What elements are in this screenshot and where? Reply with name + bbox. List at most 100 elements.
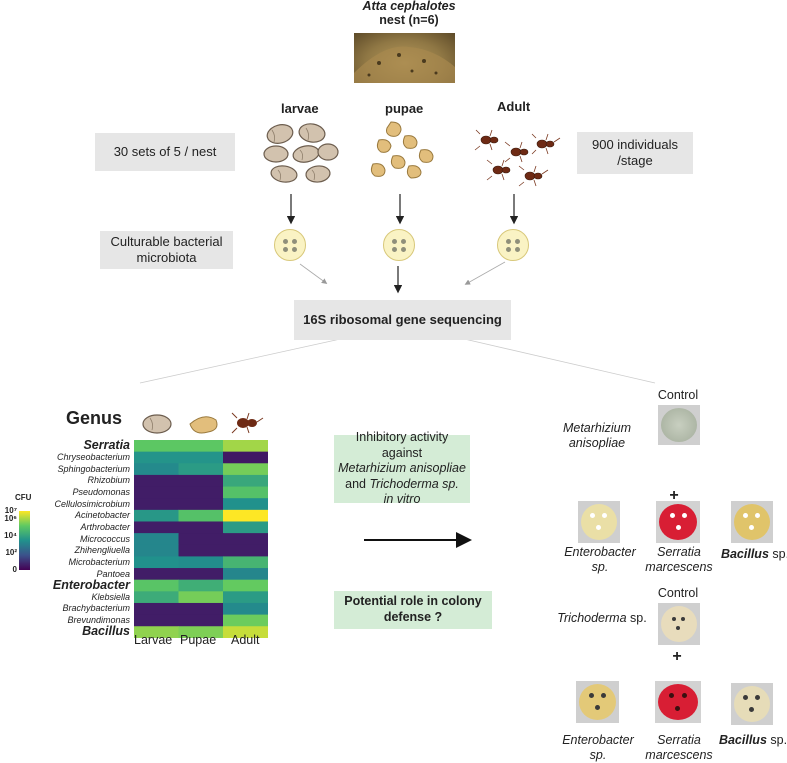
enterobacter-name-1: Enterobacter	[564, 545, 636, 559]
heatmap-cell	[223, 509, 268, 522]
trichoderma-name: Trichoderma	[557, 611, 627, 625]
heatmap-column-label: Pupae	[180, 633, 217, 647]
heatmap-cell	[223, 579, 268, 592]
genus-label: Serratia	[83, 438, 130, 452]
heatmap-cell	[178, 521, 224, 534]
heatmap-cell	[134, 579, 179, 592]
heatmap-cell	[134, 451, 179, 464]
heatmap-cell	[134, 614, 179, 627]
heatmap-cell	[178, 486, 224, 499]
heatmap-cell	[223, 451, 268, 464]
heatmap-cell	[134, 440, 179, 453]
genus-label: Zhihengliuella	[74, 545, 130, 556]
plus-sign-2: +	[672, 648, 682, 665]
heatmap-title: Genus	[66, 408, 123, 428]
nest-photo	[354, 33, 455, 83]
genus-label: Microbacterium	[68, 556, 130, 567]
genus-label: Micrococcus	[79, 533, 130, 544]
heatmap-cell	[178, 626, 224, 638]
colony-defense-box: Potential role in colony defense ?	[334, 591, 492, 629]
sequencing-text: 16S ribosomal gene sequencing	[303, 311, 502, 327]
heatmap-cell	[223, 614, 268, 627]
heatmap-cell	[223, 591, 268, 604]
species-label: Atta cephalotes	[362, 0, 456, 13]
serratia-name-2: Serratia	[657, 733, 701, 747]
heatmap-cell	[134, 626, 179, 638]
culture-dish-adult	[497, 229, 529, 261]
sets-per-nest-box: 30 sets of 5 / nest	[95, 133, 235, 171]
colorbar-tick-label: 10²	[5, 548, 17, 558]
heatmap-cell	[134, 474, 179, 488]
culture-dish-pupae	[383, 229, 415, 261]
heatmap-cell	[178, 602, 224, 616]
individuals-line-1: 900 individuals	[591, 136, 678, 152]
pupae-illustration	[370, 121, 434, 179]
enterobacter-plate-2	[576, 681, 619, 723]
metarhizium-label: Metarhizium anisopliae	[555, 421, 639, 451]
inhibitory-trichoderma: Trichoderma sp.	[369, 476, 459, 491]
heatmap-cell	[223, 440, 268, 453]
stage-label-adult: Adult	[497, 99, 531, 114]
genus-label: Arthrobacter	[80, 521, 130, 532]
heatmap-column-label: Adult	[231, 633, 260, 647]
bacillus-name-1: Bacillus	[720, 547, 769, 561]
genus-label: Pseudomonas	[72, 487, 130, 498]
heatmap-cell	[223, 521, 268, 534]
sequencing-box: 16S ribosomal gene sequencing	[294, 300, 511, 340]
inhibitory-and: and	[345, 476, 370, 491]
genus-label: Brevundimonas	[67, 615, 130, 626]
enterobacter-name-2: Enterobacter	[562, 733, 634, 747]
culture-dish-larvae	[274, 229, 306, 261]
genus-label: Klebsiella	[91, 591, 130, 602]
heatmap-cell	[178, 568, 224, 581]
trichoderma-label: Trichoderma sp.	[552, 611, 652, 626]
defense-line-2: defense ?	[383, 610, 443, 624]
heatmap-cell	[134, 486, 179, 499]
heatmap-cell	[223, 568, 268, 581]
genus-label: Acinetobacter	[74, 510, 130, 521]
heatmap-cell	[134, 568, 179, 581]
enterobacter-sp-1: sp.	[591, 560, 609, 574]
serratia-plate-1	[656, 501, 700, 543]
bacillus-plate-1	[731, 501, 773, 543]
heatmap-cell	[134, 463, 179, 476]
serratia-species-2: marcescens	[645, 748, 713, 762]
heatmap-cell	[134, 544, 179, 557]
heatmap-cell	[178, 591, 224, 604]
heatmap-cell	[223, 626, 268, 638]
control-label-2: Control	[657, 586, 699, 600]
sets-per-nest-text: 30 sets of 5 / nest	[113, 143, 217, 159]
heatmap-cell	[223, 486, 268, 499]
colorbar-tick-label: 10⁶	[4, 514, 17, 524]
genus-label: Pantoea	[96, 568, 130, 579]
enterobacter-sp-2: sp.	[589, 748, 607, 762]
heatmap-cell	[178, 579, 224, 592]
defense-line-1: Potential role in colony	[344, 594, 482, 609]
plus-sign-1: +	[669, 487, 679, 504]
enterobacter-label-2: Enterobacter sp.	[556, 733, 640, 763]
inhibitory-line-2: Metarhizium anisopliae	[338, 461, 466, 476]
heatmap-cell	[178, 451, 224, 464]
heatmap-cell	[178, 474, 224, 488]
genus-label: Sphingobacterium	[57, 463, 130, 474]
heatmap-cell	[134, 498, 179, 511]
heatmap-cell	[178, 533, 224, 546]
bacillus-sp-1: sp.	[772, 547, 787, 561]
serratia-label-2: Serratia marcescens	[640, 733, 718, 763]
enterobacter-label-1: Enterobacter sp.	[560, 545, 640, 575]
bacillus-label-2: Bacillus sp.	[717, 733, 787, 748]
ant-column-icon	[231, 412, 264, 434]
heatmap-cell	[178, 556, 224, 569]
genus-label: Bacillus	[82, 624, 130, 639]
serratia-label-1: Serratia marcescens	[640, 545, 718, 575]
heatmap-cell	[134, 533, 179, 546]
inhibitory-line-1: Inhibitory activity against	[355, 429, 449, 460]
heatmap-cell	[134, 556, 179, 569]
enterobacter-plate-1	[578, 501, 620, 543]
heatmap-cell	[223, 602, 268, 616]
heatmap-cell	[178, 463, 224, 476]
stage-label-pupae: pupae	[385, 101, 424, 116]
